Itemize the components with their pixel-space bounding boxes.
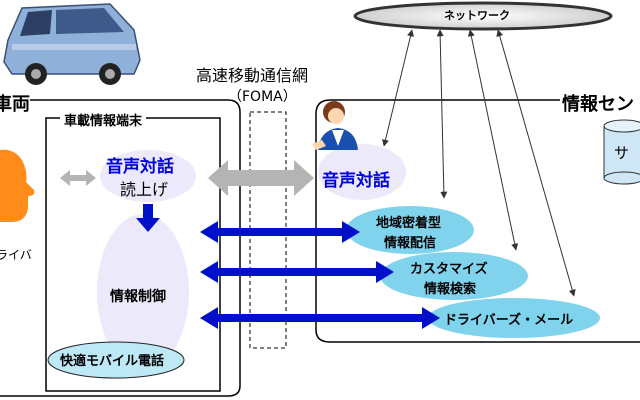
- terminal-mobile-phone: 快適モバイル電話: [60, 354, 165, 369]
- custom-search-line2: 情報検索: [424, 282, 477, 297]
- van-image: [3, 3, 141, 85]
- driver-face: [0, 149, 35, 222]
- drivers-mail-ellipse: [428, 298, 600, 338]
- terminal-center-arrow: [208, 160, 314, 196]
- terminal-voice-dialog: 音声対話: [106, 157, 174, 177]
- network-ellipse: [353, 1, 613, 31]
- info-control-ellipse: [97, 214, 189, 370]
- blue-arrow-local-info: [200, 221, 360, 243]
- server-label: サ: [614, 144, 630, 162]
- link-tech: （FOMA）: [228, 89, 297, 105]
- voice-dialog-ellipse: [100, 150, 196, 202]
- network-links: [382, 29, 576, 297]
- terminal-title: 車載情報端末: [60, 110, 147, 129]
- center-label: 情報セン: [562, 94, 634, 115]
- network-label: ネットワーク: [444, 9, 510, 22]
- link-name: 高速移動通信網: [196, 66, 309, 85]
- agent-voice-ellipse: [318, 144, 406, 200]
- driver-label: ライバ: [0, 248, 32, 262]
- terminal-read-aloud: 読上げ: [120, 180, 169, 199]
- down-arrow: [136, 204, 160, 232]
- local-info-ellipse: [346, 206, 474, 254]
- center-region-outline: [315, 99, 640, 343]
- operator-agent-image: [312, 101, 358, 150]
- vehicle-label: 車両: [0, 94, 30, 115]
- server-cylinder: [603, 119, 640, 185]
- driver-terminal-arrow: [60, 170, 96, 186]
- local-info-line2: 情報配信: [384, 236, 437, 251]
- vehicle-region-outline: [0, 99, 241, 397]
- agent-voice-dialog: 音声対話: [322, 171, 390, 191]
- terminal-info-control: 情報制御: [110, 289, 166, 305]
- blue-arrow-custom-search: [200, 261, 394, 283]
- blue-arrow-drivers-mail: [200, 307, 440, 329]
- mobile-phone-ellipse: [47, 341, 185, 379]
- local-info-line1: 地域密着型: [376, 216, 442, 231]
- custom-search-ellipse: [380, 252, 528, 300]
- drivers-mail-label: ドライバーズ・メール: [444, 313, 574, 328]
- custom-search-line1: カスタマイズ: [410, 262, 488, 277]
